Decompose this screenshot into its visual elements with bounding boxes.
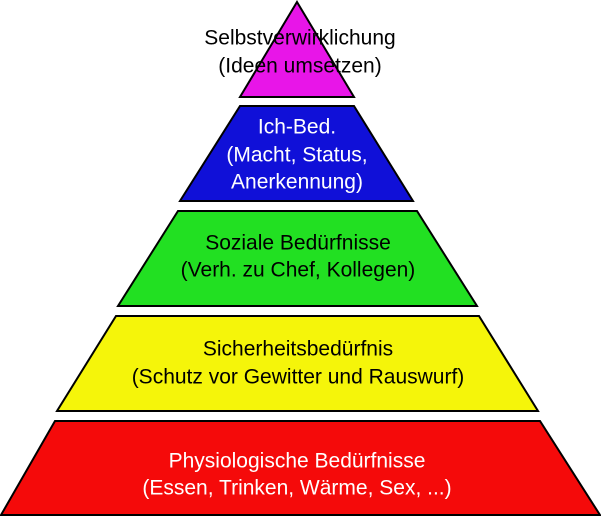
tier-esteem-shape: [178, 105, 415, 202]
tier-esteem: Ich-Bed. (Macht, Status, Anerkennung): [178, 105, 415, 202]
tier-social-needs: Soziale Bedürfnisse (Verh. zu Chef, Koll…: [116, 210, 479, 307]
tier-physiological-needs-line-1: Physiologische Bedürfnisse: [169, 450, 426, 473]
tier-physiological-needs: Physiologische Bedürfnisse (Essen, Trink…: [0, 420, 601, 516]
tier-safety-needs: Sicherheitsbedürfnis (Schutz vor Gewitte…: [55, 315, 540, 412]
tier-esteem-line-3: Anerkennung): [231, 171, 363, 194]
tier-safety-needs-shape: [55, 315, 540, 412]
tier-esteem-line-2: (Macht, Status,: [226, 144, 367, 167]
tier-self-actualization: Selbstverwirklichung (Ideen umsetzen): [204, 0, 396, 98]
tier-safety-needs-line-2: (Schutz vor Gewitter und Rauswurf): [132, 366, 465, 389]
tier-social-needs-line-1: Soziale Bedürfnisse: [205, 232, 391, 255]
tier-self-actualization-line-2: (Ideen umsetzen): [218, 55, 381, 78]
tier-social-needs-line-2: (Verh. zu Chef, Kollegen): [181, 259, 416, 282]
tier-safety-needs-line-1: Sicherheitsbedürfnis: [203, 338, 393, 361]
tier-physiological-needs-line-2: (Essen, Trinken, Wärme, Sex, ...): [142, 477, 451, 500]
tier-physiological-needs-shape: [0, 420, 601, 516]
tier-social-needs-shape: [116, 210, 479, 307]
tier-esteem-line-1: Ich-Bed.: [258, 116, 336, 139]
tier-self-actualization-line-1: Selbstverwirklichung: [204, 27, 395, 50]
tier-self-actualization-shape: [238, 0, 356, 98]
